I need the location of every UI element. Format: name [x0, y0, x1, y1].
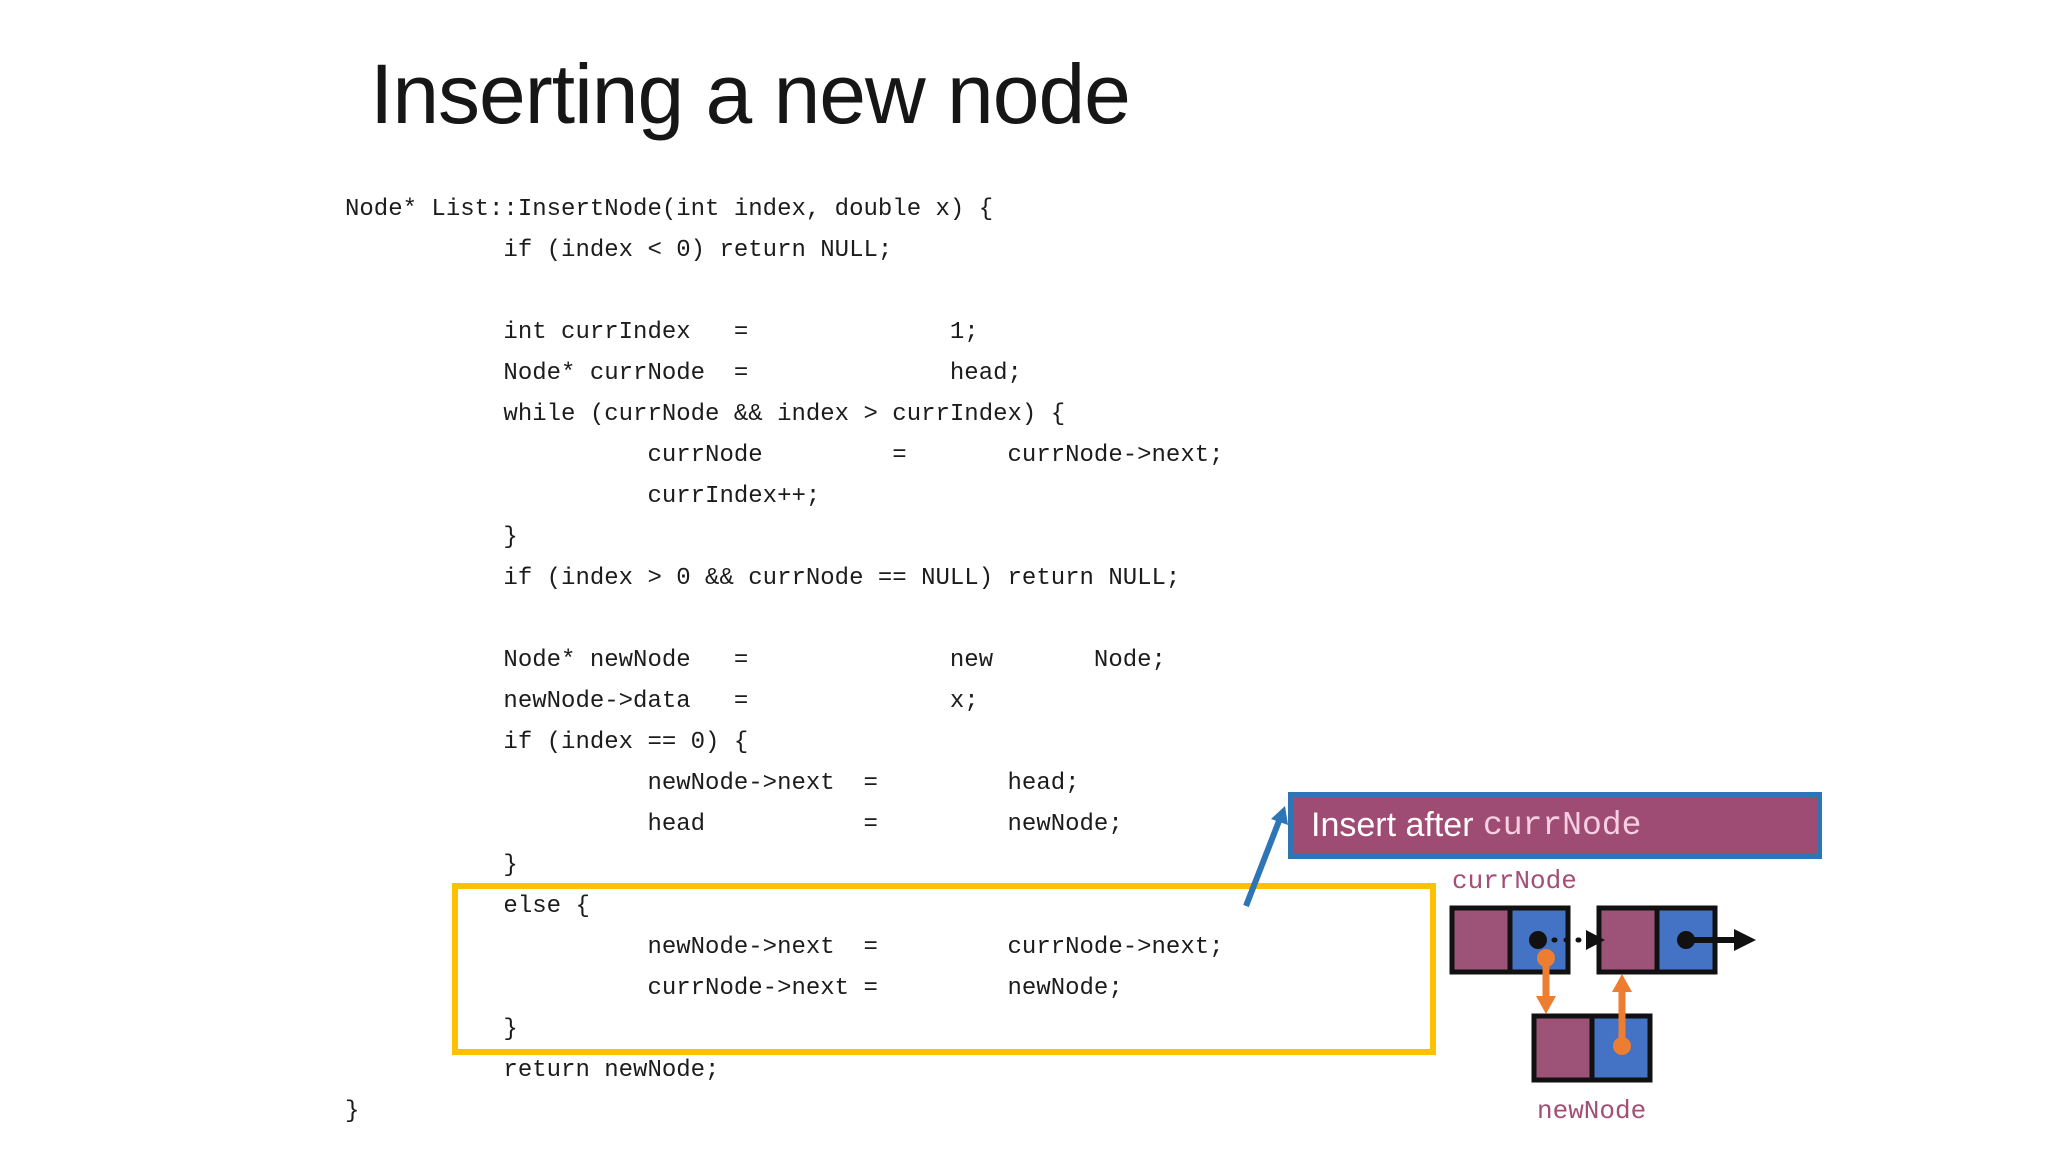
- callout-label: Insert after: [1311, 806, 1483, 844]
- else-block-highlight-box: [452, 883, 1436, 1055]
- currnode-label: currNode: [1452, 866, 1577, 896]
- newnode-next-cell: [1589, 1013, 1653, 1083]
- insert-after-callout: Insert after currNode: [1288, 792, 1822, 859]
- callout-code-term: currNode: [1482, 807, 1642, 844]
- code-block: Node* List::InsertNode(int index, double…: [345, 196, 1224, 1125]
- newnode-label: newNode: [1537, 1096, 1647, 1126]
- currnode-next-cell: [1507, 905, 1571, 975]
- nextnode-data-cell: [1596, 905, 1660, 975]
- newnode-to-nextnode-arrow: [1612, 974, 1632, 1055]
- currnode-data-cell: [1449, 905, 1513, 975]
- old-next-pointer-dotted-arrow: [1529, 930, 1605, 950]
- nextnode-next-pointer-arrow: [1677, 929, 1756, 951]
- newnode-data-cell: [1531, 1013, 1595, 1083]
- page-title: Inserting a new node: [370, 47, 1131, 141]
- nextnode-next-cell: [1654, 905, 1718, 975]
- currnode-to-newnode-arrow: [1536, 949, 1556, 1014]
